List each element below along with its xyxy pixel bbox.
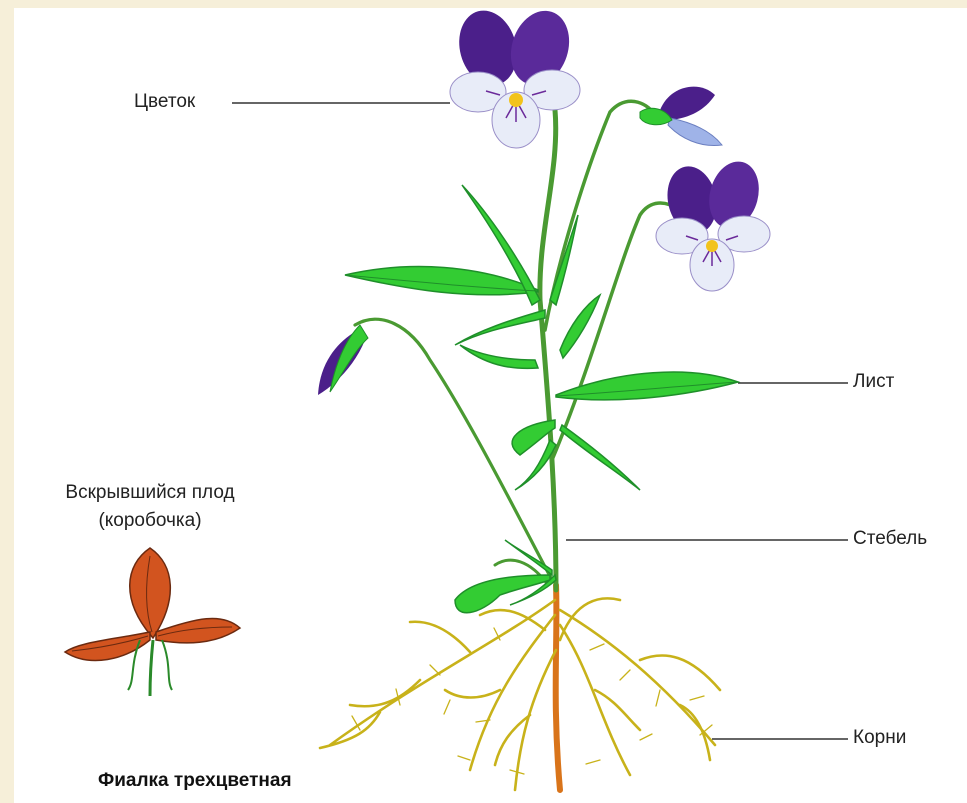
bud-left: [318, 325, 368, 395]
main-stem: [540, 110, 556, 590]
label-fruit-line2: (коробочка): [0, 510, 300, 532]
label-roots: Корни: [853, 727, 906, 749]
fruit-capsule: [65, 548, 240, 696]
roots: [320, 585, 720, 790]
label-leaf: Лист: [853, 371, 894, 393]
flower-main: [450, 3, 580, 148]
flower-right: [656, 156, 770, 291]
label-flower: Цветок: [134, 91, 195, 113]
taproot: [556, 585, 560, 790]
flower-side: [640, 87, 722, 146]
label-species: Фиалка трехцветная: [98, 770, 292, 792]
label-stem: Стебель: [853, 528, 927, 550]
label-fruit-line1: Вскрывшийся плод: [0, 482, 300, 504]
stems: [355, 101, 680, 590]
